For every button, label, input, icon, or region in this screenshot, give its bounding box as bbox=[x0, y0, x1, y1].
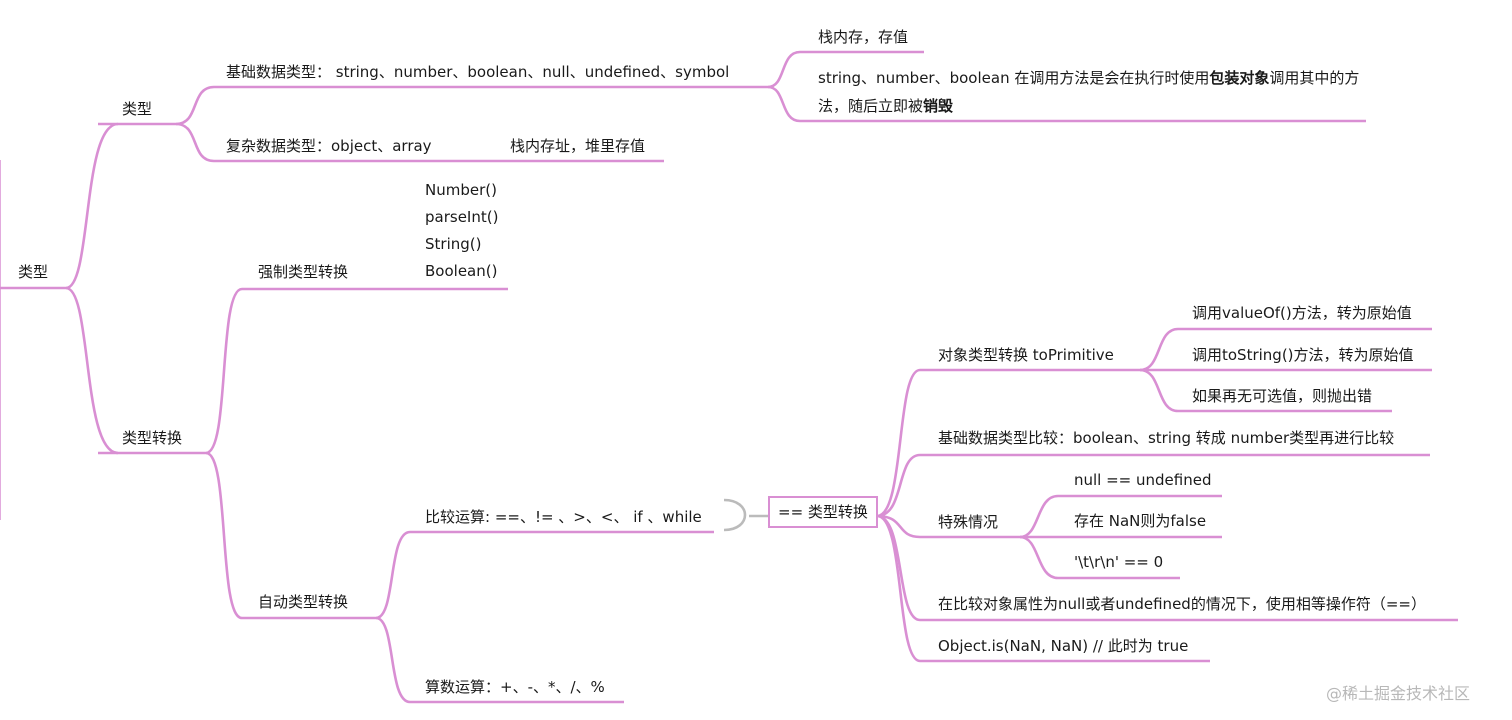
wrapper-text-2: 调用其中的方法，随后立即被 bbox=[818, 69, 1360, 115]
nan-false-node[interactable]: 存在 NaN则为false bbox=[1074, 512, 1207, 530]
wrapper-text-1: string、number、boolean 在调用方法是会在执行时使用 bbox=[818, 69, 1210, 87]
arith-ops-node[interactable]: 算数运算：+、-、*、/、% bbox=[425, 678, 605, 696]
basic-compare-node[interactable]: 基础数据类型比较：boolean、string 转成 number类型再进行比较 bbox=[938, 429, 1395, 447]
whitespace-zero-node[interactable]: '\t\r\n' == 0 bbox=[1074, 553, 1164, 571]
conversion-node[interactable]: 类型转换 bbox=[122, 429, 183, 447]
watermark: @稀土掘金技术社区 bbox=[1326, 684, 1471, 703]
throw-error-node[interactable]: 如果再无可选值，则抛出错 bbox=[1192, 387, 1373, 405]
stack-value-node[interactable]: 栈内存，存值 bbox=[818, 28, 909, 46]
null-check-node[interactable]: 在比较对象属性为null或者undefined的情况下，使用相等操作符（==） bbox=[938, 595, 1426, 613]
eq-conversion-box[interactable]: == 类型转换 bbox=[768, 496, 878, 528]
wrapper-object-node[interactable]: string、number、boolean 在调用方法是会在执行时使用包装对象调… bbox=[818, 64, 1364, 120]
auto-conversion-node[interactable]: 自动类型转换 bbox=[258, 593, 349, 611]
tostring-node[interactable]: 调用toString()方法，转为原始值 bbox=[1192, 346, 1414, 364]
forced-item-string[interactable]: String() bbox=[425, 235, 482, 253]
wrapper-bold-2: 销毁 bbox=[923, 97, 954, 115]
object-conversion-node[interactable]: 对象类型转换 toPrimitive bbox=[938, 346, 1114, 364]
primitive-types-node[interactable]: 基础数据类型： string、number、boolean、null、undef… bbox=[226, 63, 730, 81]
null-undefined-node[interactable]: null == undefined bbox=[1074, 471, 1212, 489]
wrapper-bold-1: 包装对象 bbox=[1209, 69, 1270, 87]
special-case-node[interactable]: 特殊情况 bbox=[938, 513, 999, 531]
forced-item-parseint[interactable]: parseInt() bbox=[425, 208, 499, 226]
valueof-node[interactable]: 调用valueOf()方法，转为原始值 bbox=[1192, 304, 1412, 322]
object-is-node[interactable]: Object.is(NaN, NaN) // 此时为 true bbox=[938, 637, 1189, 655]
root-node[interactable]: 类型 bbox=[18, 263, 49, 281]
compare-ops-node[interactable]: 比较运算: ==、!= 、>、<、 if 、while bbox=[425, 508, 702, 526]
forced-conversion-node[interactable]: 强制类型转换 bbox=[258, 263, 349, 281]
complex-types-node[interactable]: 复杂数据类型：object、array bbox=[226, 137, 432, 155]
forced-item-number[interactable]: Number() bbox=[425, 181, 497, 199]
type-node[interactable]: 类型 bbox=[122, 100, 153, 118]
forced-item-boolean[interactable]: Boolean() bbox=[425, 262, 498, 280]
complex-storage-node[interactable]: 栈内存址，堆里存值 bbox=[510, 137, 646, 155]
